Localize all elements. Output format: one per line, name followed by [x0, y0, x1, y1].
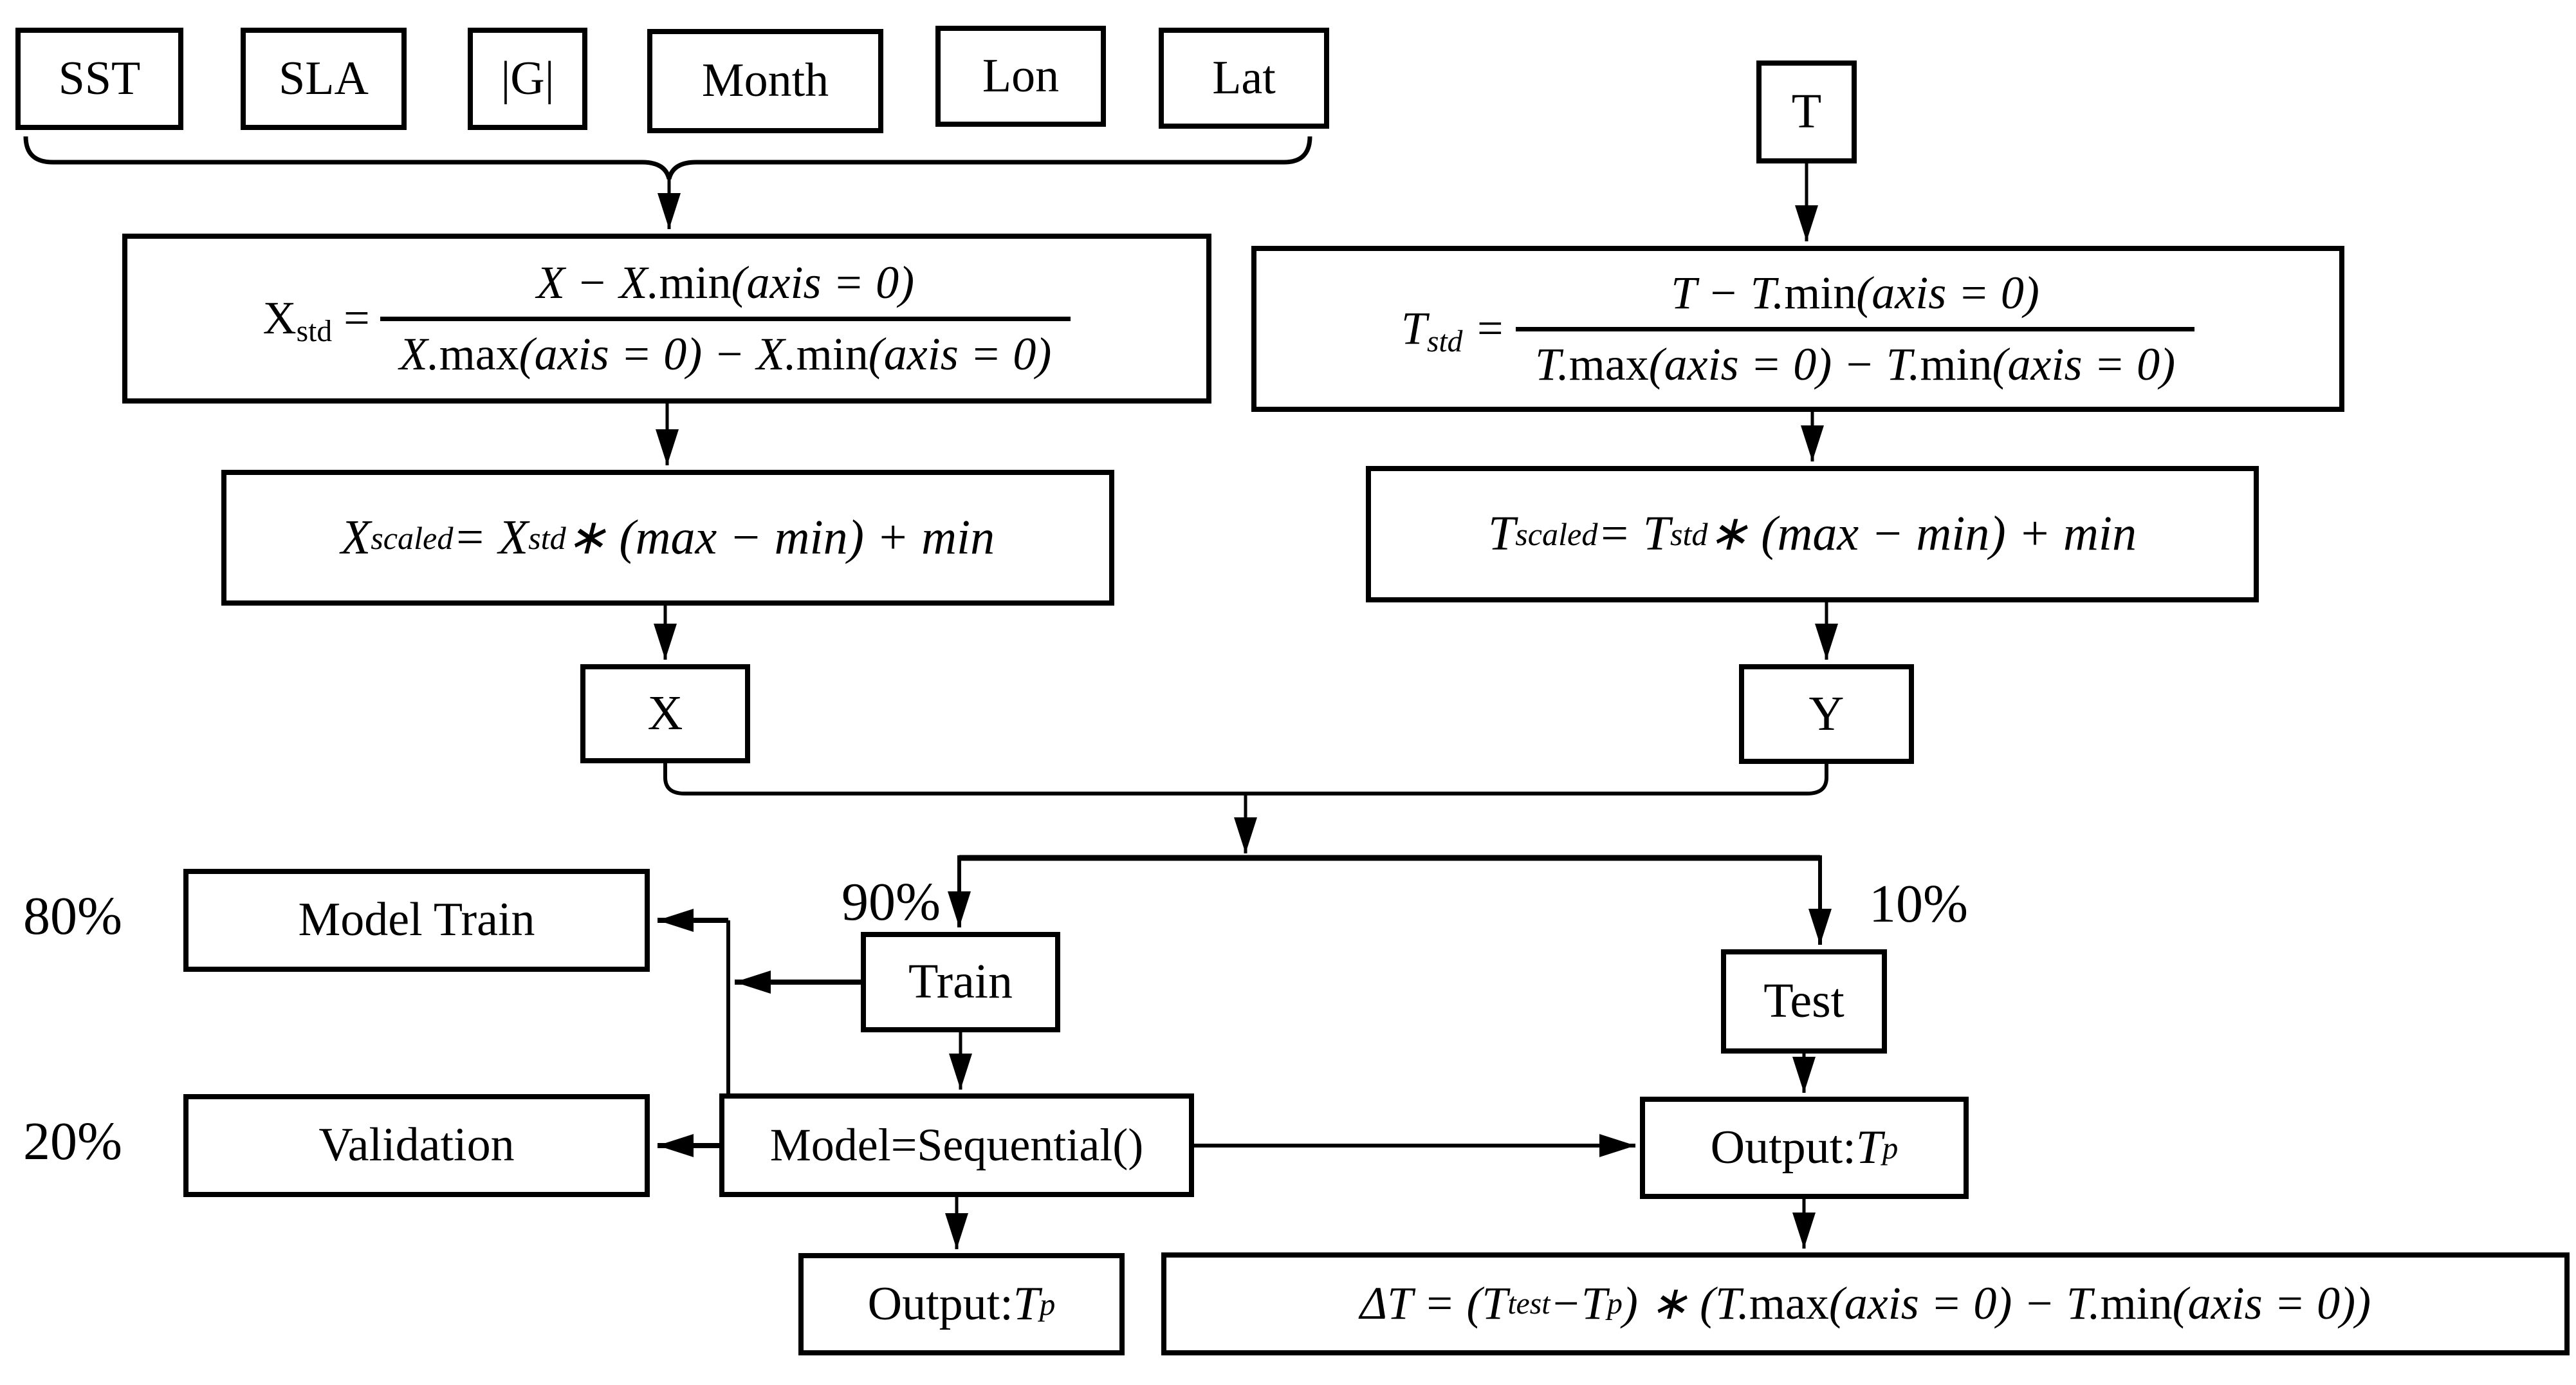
target-box-t: T	[1756, 60, 1857, 163]
model-train-pct-label: 80%	[23, 886, 122, 946]
validation-box: Validation	[183, 1094, 650, 1197]
xstd-denominator: X.max(axis = 0) − X.min(axis = 0)	[380, 316, 1071, 380]
x-box: X	[580, 664, 750, 763]
input-box-lon: Lon	[935, 26, 1106, 127]
xstd-formula-box: Xstd = X − X.min(axis = 0) X.max(axis = …	[122, 234, 1211, 404]
input-box-sla: SLA	[241, 28, 407, 130]
tstd-lhs: Tstd =	[1401, 302, 1506, 359]
xstd-fraction: X − X.min(axis = 0) X.max(axis = 0) − X.…	[380, 257, 1071, 379]
xstd-lhs: Xstd =	[262, 292, 370, 349]
test-pct-label: 10%	[1869, 874, 1968, 934]
xstd-numerator: X − X.min(axis = 0)	[536, 257, 915, 309]
tstd-numerator: T − T.min(axis = 0)	[1671, 267, 2039, 319]
train-pct-label: 90%	[842, 872, 941, 932]
validation-pct-label: 20%	[23, 1111, 122, 1171]
tstd-fraction: T − T.min(axis = 0) T.max(axis = 0) − T.…	[1516, 267, 2195, 390]
input-box-gradient: |G|	[468, 28, 587, 130]
tstd-denominator: T.max(axis = 0) − T.min(axis = 0)	[1516, 326, 2195, 390]
y-box: Y	[1739, 664, 1914, 764]
model-train-box: Model Train	[183, 869, 650, 972]
model-sequential-box: Model=Sequential()	[719, 1093, 1194, 1197]
test-box: Test	[1721, 949, 1887, 1054]
tstd-formula-box: Tstd = T − T.min(axis = 0) T.max(axis = …	[1251, 246, 2344, 412]
input-box-month: Month	[647, 29, 883, 133]
xy-merge-line	[663, 762, 1828, 795]
inputs-underbrace	[23, 136, 1312, 180]
train-box: Train	[861, 932, 1060, 1032]
input-box-sst: SST	[15, 28, 183, 130]
input-box-lat: Lat	[1159, 28, 1329, 129]
